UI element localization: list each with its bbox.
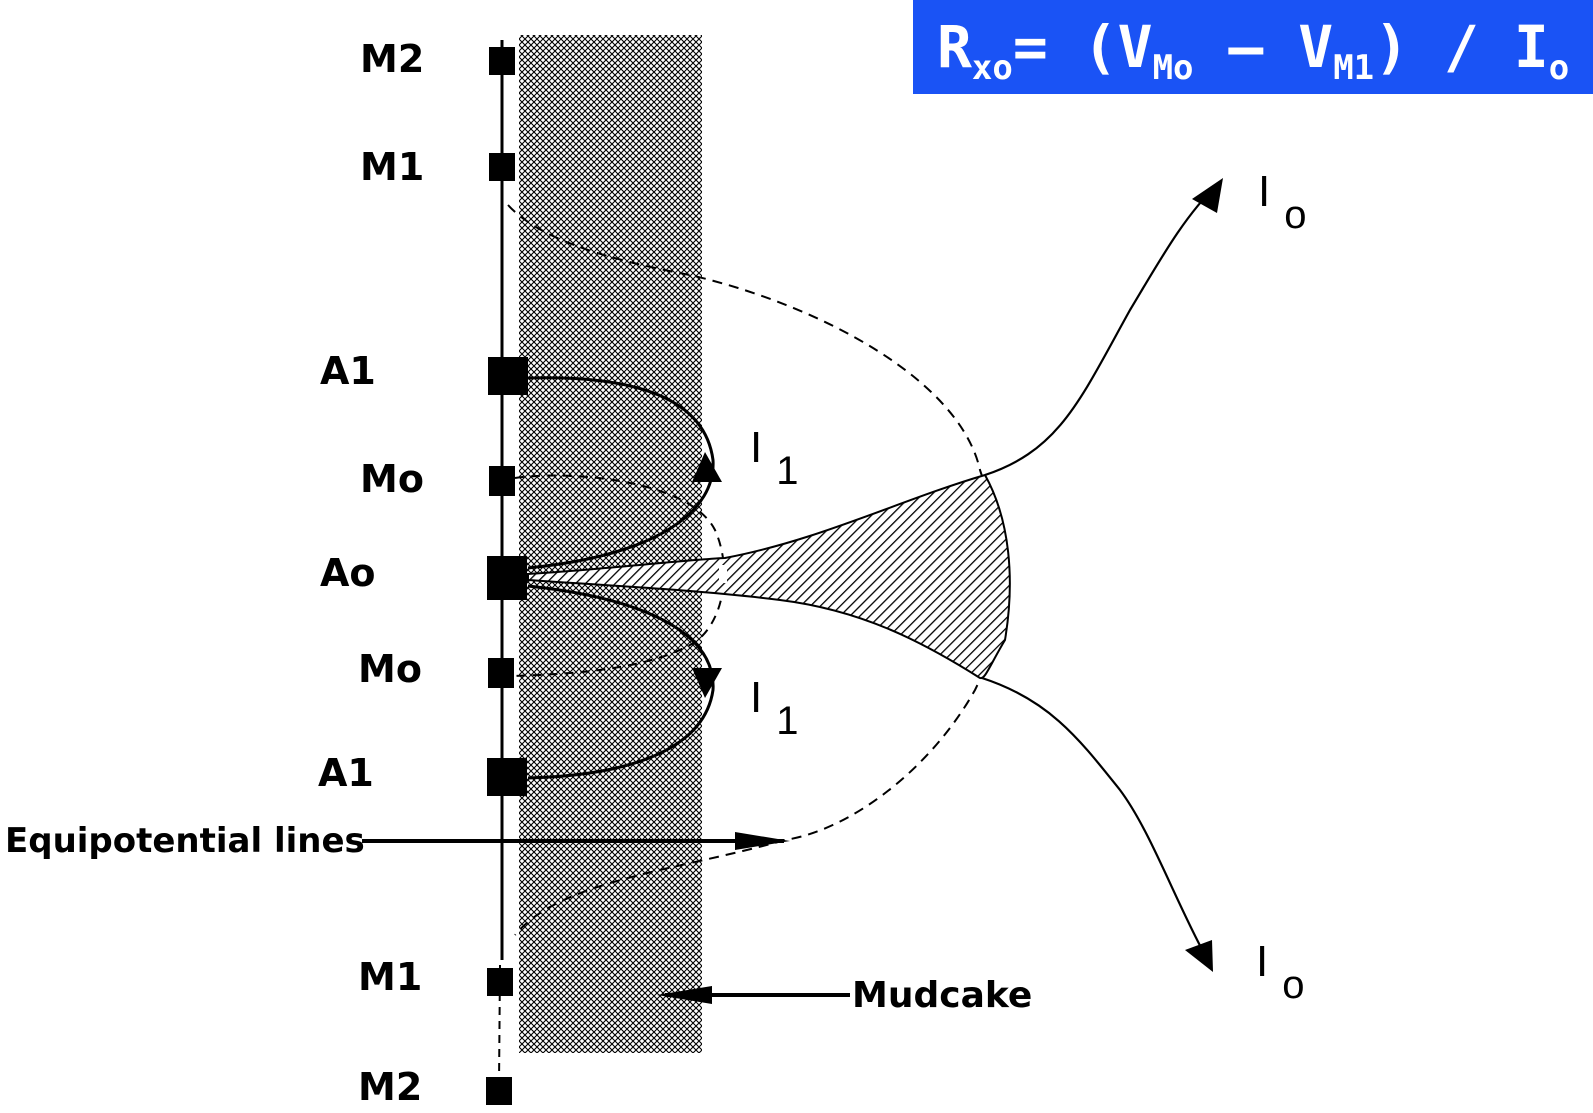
electrode-m1-top bbox=[489, 153, 515, 181]
electrode-mo-top bbox=[489, 466, 515, 496]
label-m1-bottom: M1 bbox=[358, 955, 423, 999]
survey-current-beam bbox=[527, 473, 1011, 680]
label-mo-top: Mo bbox=[360, 457, 424, 501]
label-i1-top-main: I bbox=[750, 423, 763, 472]
formula-lhs: R bbox=[937, 13, 972, 81]
current-io-bottom bbox=[981, 676, 1206, 956]
formula-v1-sub: Mo bbox=[1152, 48, 1194, 88]
label-io-bottom-sub: o bbox=[1282, 963, 1305, 1007]
arrow-io-bottom bbox=[1185, 940, 1213, 972]
label-m1-top: M1 bbox=[360, 145, 425, 189]
label-i1-bottom-main: I bbox=[750, 673, 763, 722]
current-io-top bbox=[984, 183, 1219, 477]
label-mudcake: Mudcake bbox=[852, 975, 1033, 1016]
formula-rhs-sub: o bbox=[1548, 48, 1570, 88]
formula-minus: – V bbox=[1193, 13, 1334, 81]
electrode-m2-top bbox=[489, 47, 515, 75]
equipotential-pointer-head bbox=[735, 832, 790, 850]
label-io-top-main: I bbox=[1258, 167, 1271, 216]
electrode-ao bbox=[487, 556, 527, 600]
formula-v2-sub: M1 bbox=[1333, 48, 1375, 88]
label-io-bottom-main: I bbox=[1256, 937, 1269, 986]
label-io-top-sub: o bbox=[1284, 193, 1307, 237]
label-m2-top: M2 bbox=[360, 37, 425, 81]
label-ao: Ao bbox=[320, 551, 376, 595]
beam-gap bbox=[719, 565, 727, 583]
electrode-mo-bottom bbox=[488, 658, 514, 688]
label-equipotential-lines: Equipotential lines bbox=[5, 821, 365, 861]
label-mo-bottom: Mo bbox=[358, 647, 422, 691]
formula-rhs: ) / I bbox=[1374, 13, 1549, 81]
mudcake-band bbox=[519, 35, 702, 1053]
electrode-m1-bottom bbox=[487, 968, 513, 996]
arrow-i1-bottom bbox=[692, 668, 722, 698]
arrow-i1-top bbox=[692, 452, 722, 482]
label-m2-bottom: M2 bbox=[358, 1065, 423, 1109]
label-a1-bottom: A1 bbox=[318, 751, 374, 795]
current-i1-top-loop bbox=[527, 376, 715, 570]
current-i1-bottom-loop bbox=[527, 584, 715, 780]
formula-banner: Rxo= (VMo – VM1) / Io bbox=[913, 0, 1593, 94]
electrode-a1-top bbox=[488, 357, 528, 395]
mudcake-pointer-head bbox=[657, 986, 712, 1004]
electrode-a1-bottom bbox=[487, 758, 527, 796]
arrow-io-top bbox=[1192, 178, 1223, 213]
formula-eq: = (V bbox=[1012, 13, 1153, 81]
formula-lhs-sub: xo bbox=[971, 48, 1013, 88]
electrode-m2-bottom bbox=[486, 1077, 512, 1105]
label-i1-bottom-sub: 1 bbox=[776, 699, 799, 743]
label-i1-top-sub: 1 bbox=[776, 449, 799, 493]
label-a1-top: A1 bbox=[320, 349, 376, 393]
